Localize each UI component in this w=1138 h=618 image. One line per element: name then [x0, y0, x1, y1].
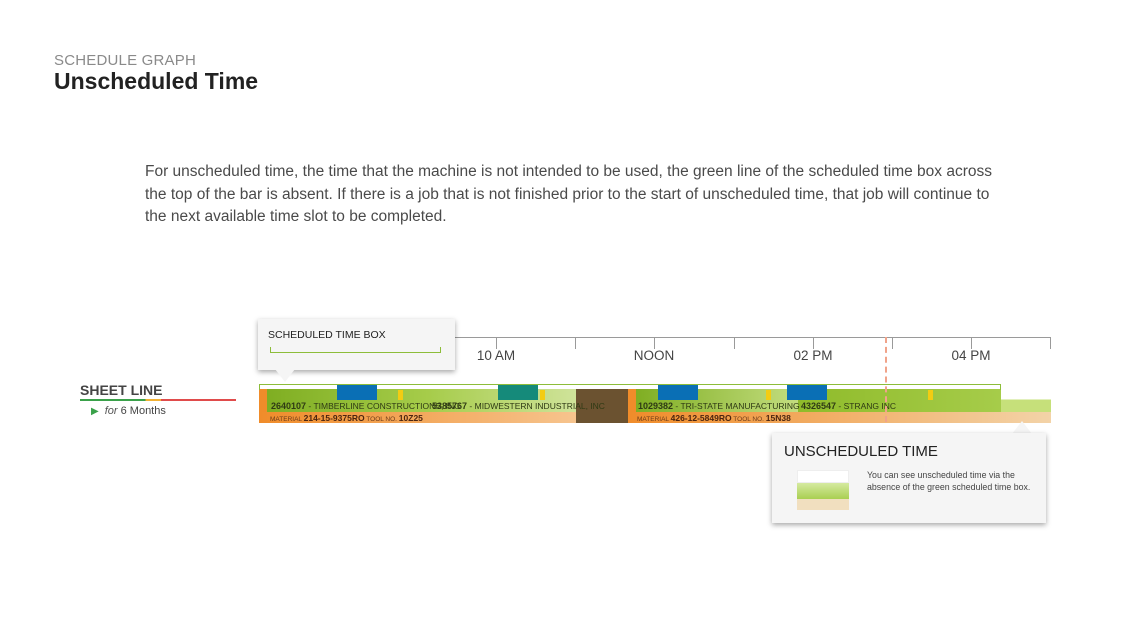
material-band-1 [259, 412, 576, 423]
material-band-2 [628, 412, 1051, 423]
yellow-marker [766, 390, 771, 400]
job-block-1[interactable] [267, 389, 428, 412]
callout-text: You can see unscheduled time via the abs… [867, 470, 1031, 492]
job-marker-blue[interactable] [337, 384, 377, 400]
job-marker-teal[interactable] [498, 384, 538, 400]
material-label-1: MATERIAL 214-15-9375RO TOOL NO. 10Z25 [270, 413, 423, 423]
axis-label-4pm: 04 PM [951, 348, 991, 363]
unscheduled-block [1001, 389, 1051, 412]
job-customer: MIDWESTERN INDUSTRIAL, INC [474, 401, 605, 411]
axis-tick [813, 337, 814, 349]
axis-tick [654, 337, 655, 349]
callout-title: SCHEDULED TIME BOX [268, 329, 386, 341]
axis-label-noon: NOON [633, 348, 675, 363]
job-start-marker [259, 389, 267, 412]
axis-tick [971, 337, 972, 349]
job-customer: TIMBERLINE CONSTRUCTIONS, INC [313, 401, 461, 411]
yellow-marker [398, 390, 403, 400]
unscheduled-time-callout: UNSCHEDULED TIME You can see unscheduled… [772, 433, 1046, 523]
axis-tick [734, 337, 735, 349]
tool-number: 10Z25 [398, 413, 423, 423]
axis-tick [496, 337, 497, 349]
downtime-block [576, 389, 628, 423]
play-arrow-icon: ▶ [91, 406, 99, 417]
tool-caption: TOOL NO. [733, 416, 764, 423]
job-id: 2640107 [271, 401, 307, 411]
row-status-underline [80, 399, 236, 401]
tool-number: 15N38 [765, 413, 791, 423]
row-duration[interactable]: ▶ for 6 Months [91, 405, 166, 417]
row-duration-value: 6 Months [120, 405, 166, 417]
job-marker-blue[interactable] [787, 384, 827, 400]
description-text: For unscheduled time, the time that the … [145, 163, 992, 225]
yellow-marker [928, 390, 933, 400]
axis-tick [575, 337, 576, 349]
material-caption: MATERIAL [637, 416, 669, 423]
job-id: 4326547 [801, 401, 837, 411]
scheduled-time-box [259, 384, 1001, 390]
callout-title: UNSCHEDULED TIME [784, 443, 938, 460]
material-caption: MATERIAL [270, 416, 302, 423]
axis-label-10am: 10 AM [476, 348, 516, 363]
unscheduled-swatch [797, 470, 849, 510]
current-time-line [885, 337, 887, 422]
job-customer: STRANG INC [843, 401, 897, 411]
axis-label-2pm: 02 PM [793, 348, 833, 363]
job-block-4[interactable] [798, 389, 1001, 412]
job-label-2: 5385767 - MIDWESTERN INDUSTRIAL, INC [432, 401, 605, 411]
job-label-4: 4326547 - STRANG INC [801, 401, 897, 411]
swatch-blank [797, 470, 849, 483]
row-duration-prefix: for [104, 405, 118, 417]
job-label-3: 1029382 - TRI-STATE MANUFACTURING [638, 401, 800, 411]
callout-pointer [1012, 421, 1032, 434]
callout-pointer [275, 369, 295, 382]
job-customer: TRI-STATE MANUFACTURING [680, 401, 800, 411]
scheduled-time-callout: SCHEDULED TIME BOX [258, 319, 455, 370]
yellow-marker [540, 390, 545, 400]
axis-tick [892, 337, 893, 349]
swatch-green [797, 483, 849, 499]
job-block-2[interactable] [428, 389, 576, 412]
scheduled-box-sample [270, 347, 441, 353]
material-number: 426-12-5849RO [670, 413, 732, 423]
tool-caption: TOOL NO. [366, 416, 397, 423]
job-start-marker [628, 389, 636, 412]
swatch-orange [797, 499, 849, 510]
section-label: SCHEDULE GRAPH [54, 52, 196, 69]
material-label-2: MATERIAL 426-12-5849RO TOOL NO. 15N38 [637, 413, 791, 423]
job-id: 1029382 [638, 401, 674, 411]
axis-tick [1050, 337, 1051, 349]
page-title: Unscheduled Time [54, 68, 259, 94]
row-name[interactable]: SHEET LINE [80, 382, 163, 398]
job-id: 5385767 [432, 401, 468, 411]
job-label-1: 2640107 - TIMBERLINE CONSTRUCTIONS, INC [271, 401, 461, 411]
job-marker-blue[interactable] [658, 384, 698, 400]
material-number: 214-15-9375RO [303, 413, 365, 423]
